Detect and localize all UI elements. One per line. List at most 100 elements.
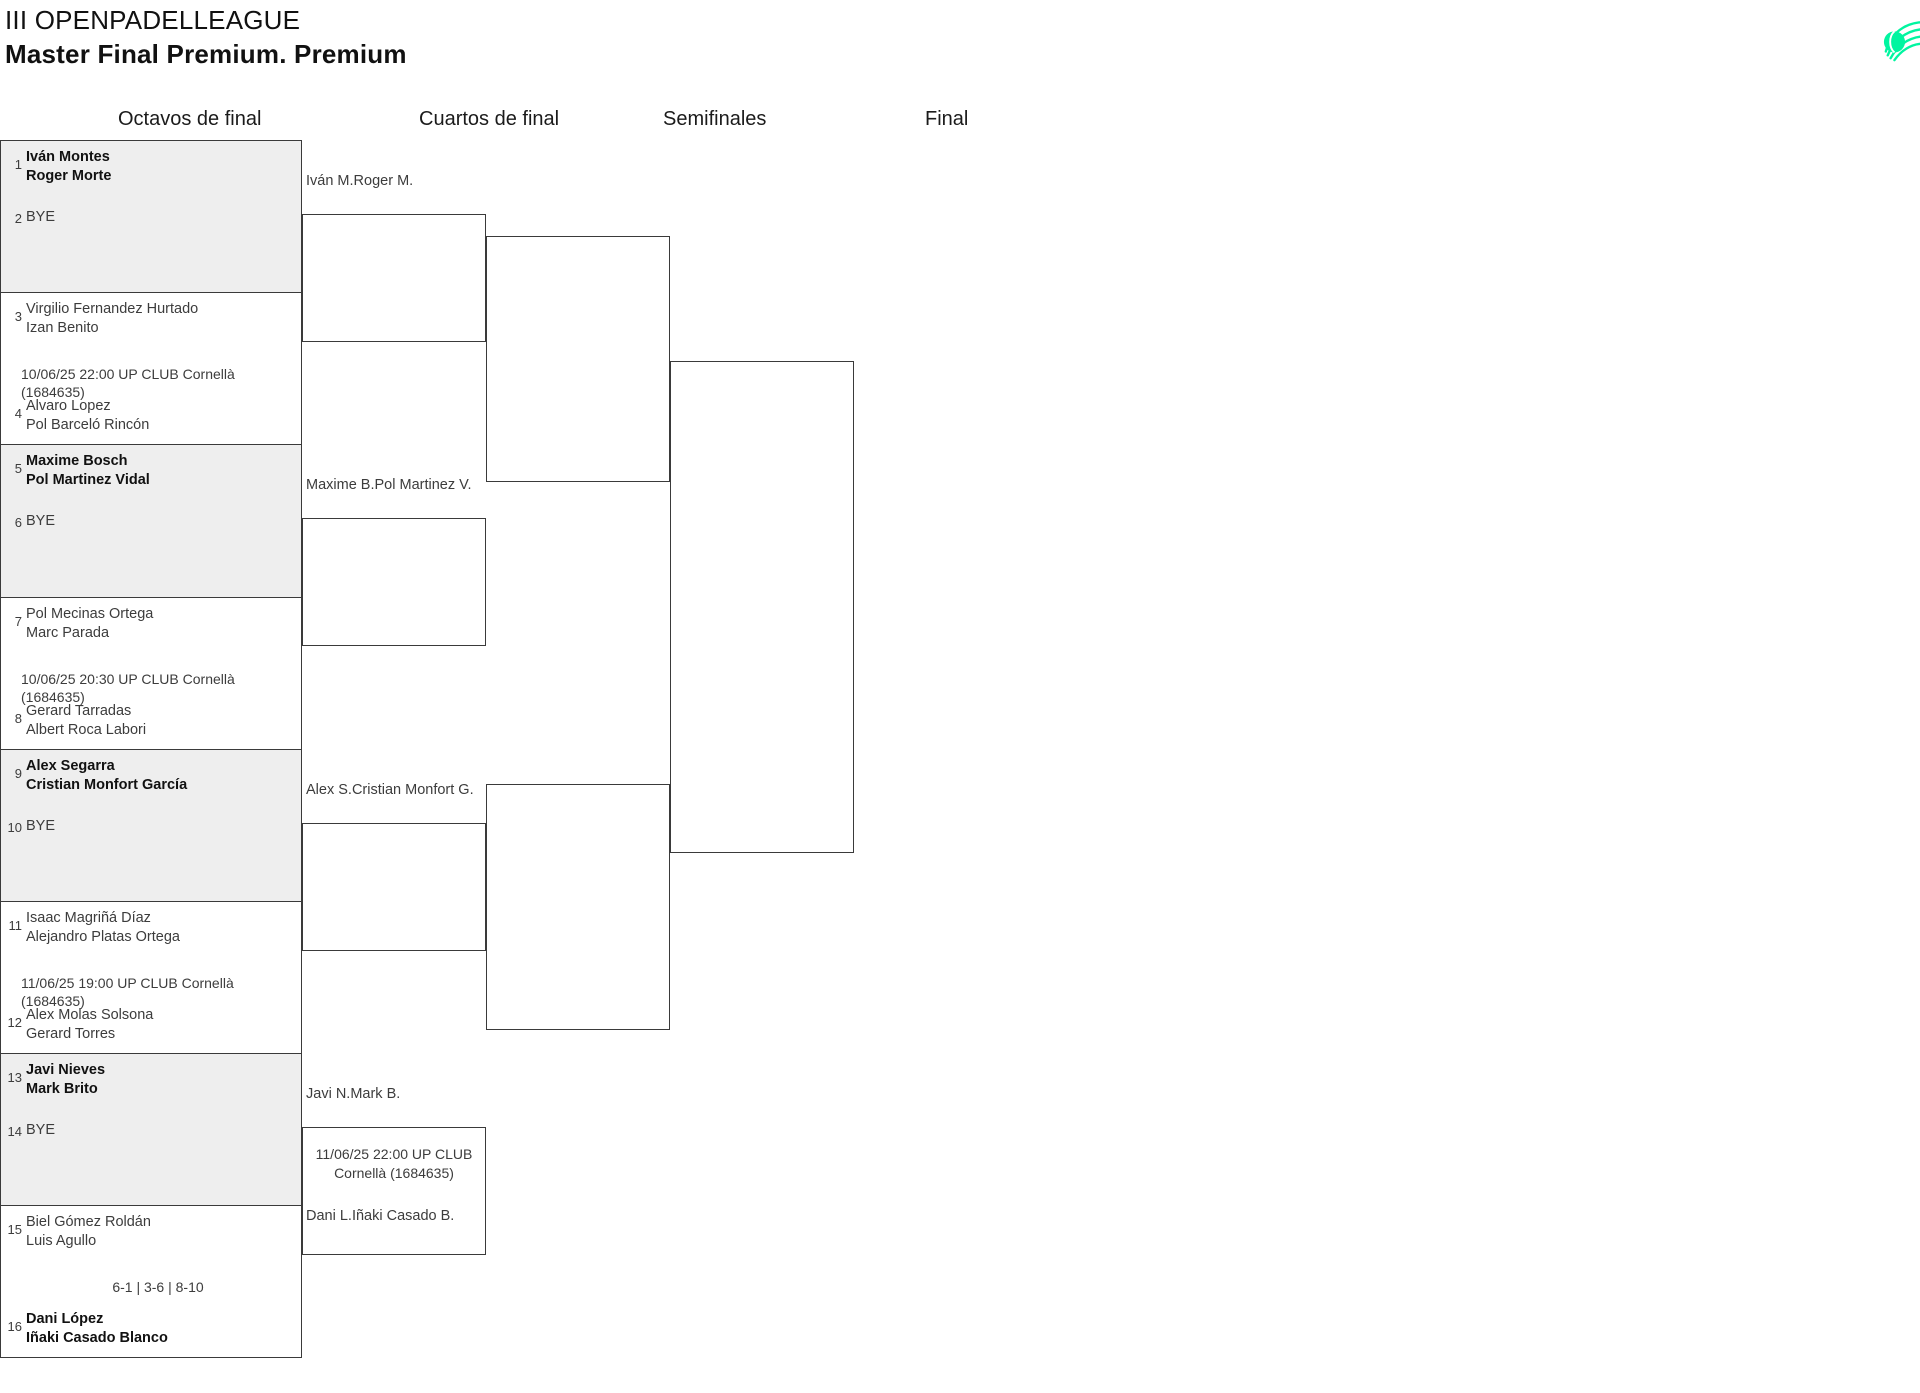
cuartos-bottom-team[interactable]: Dani L.Iñaki Casado B. xyxy=(306,1207,480,1226)
player-name: Maxime B. xyxy=(306,477,375,494)
player-name: Luis Agullo xyxy=(26,1233,97,1250)
bye-label: BYE xyxy=(26,817,56,834)
seed-number: 16 xyxy=(7,1319,22,1335)
seed-number: 14 xyxy=(7,1124,22,1140)
player-name: Alejandro Platas Ortega xyxy=(26,929,180,945)
player-name: Alvaro Lopez xyxy=(26,398,111,415)
cuartos-match-box[interactable] xyxy=(302,518,486,647)
player-name: Gerard Torres xyxy=(26,1026,116,1042)
player-name: Virgilio Fernandez Hurtado xyxy=(26,301,199,318)
seed-number: 4 xyxy=(14,406,22,422)
cuartos-match-box[interactable] xyxy=(302,214,486,342)
player-name: Mark Brito xyxy=(26,1081,98,1098)
page-title: Master Final Premium. Premium xyxy=(5,39,407,69)
round-header-final: Final xyxy=(925,108,969,130)
seed-number: 11 xyxy=(8,918,23,933)
round-header-semifinales: Semifinales xyxy=(663,108,767,130)
match-score: 6-1 | 3-6 | 8-10 xyxy=(112,1279,204,1296)
cuartos-top-team[interactable]: Iván M.Roger M. xyxy=(306,172,480,191)
round-header-octavos: Octavos de final xyxy=(118,108,262,130)
bye-label: BYE xyxy=(26,513,56,530)
seed-number: 6 xyxy=(14,515,22,531)
match-schedule: 10/06/25 22:00 UP CLUB Cornellà (1684635… xyxy=(21,366,235,401)
player-name: Pol Martinez Vidal xyxy=(26,472,150,489)
cuartos-top-team[interactable]: Alex S.Cristian Monfort G. xyxy=(306,781,480,800)
seed-number: 2 xyxy=(14,211,22,226)
player-name: Iván Montes xyxy=(26,149,110,165)
seed-number: 7 xyxy=(14,613,22,629)
player-name: Cristian Monfort García xyxy=(26,776,188,793)
player-name: Pol Mecinas Ortega xyxy=(26,605,154,622)
player-name: Iñaki Casado Blanco xyxy=(26,1330,168,1347)
semifinales-match-box[interactable] xyxy=(486,784,670,1030)
player-name: Dani López xyxy=(26,1311,104,1328)
player-name: Alex Molas Solsona xyxy=(26,1007,154,1023)
player-name: Alex Segarra xyxy=(26,757,115,774)
bye-label: BYE xyxy=(26,209,56,225)
seed-number: 15 xyxy=(7,1222,22,1238)
semifinales-match-box[interactable] xyxy=(486,236,670,482)
cuartos-top-team[interactable]: Maxime B.Pol Martinez V. xyxy=(306,476,480,495)
match-schedule: 11/06/25 19:00 UP CLUB Cornellà (1684635… xyxy=(21,975,234,1009)
player-name: Pol Martinez V. xyxy=(374,477,472,494)
player-name: Javi Nieves xyxy=(26,1062,106,1079)
seed-number: 1 xyxy=(14,157,22,172)
player-name: Roger M. xyxy=(353,173,414,189)
player-name: Iñaki Casado B. xyxy=(351,1208,455,1225)
player-name: Marc Parada xyxy=(26,624,110,641)
final-match-box[interactable] xyxy=(670,361,854,853)
seed-number: 12 xyxy=(7,1015,22,1030)
page-header: III OPENPADELLEAGUE Master Final Premium… xyxy=(0,0,1920,100)
cuartos-top-team[interactable]: Javi N.Mark B. xyxy=(306,1085,480,1104)
player-name: Gerard Tarradas xyxy=(26,702,132,719)
seed-number: 9 xyxy=(14,765,22,781)
seed-number: 8 xyxy=(14,710,22,726)
player-name: Albert Roca Labori xyxy=(26,721,147,738)
player-name: Maxime Bosch xyxy=(26,453,128,470)
match-schedule: 10/06/25 20:30 UP CLUB Cornellà (1684635… xyxy=(21,670,235,705)
player-name: Roger Morte xyxy=(26,168,112,184)
player-name: Pol Barceló Rincón xyxy=(26,417,150,434)
seed-number: 10 xyxy=(7,819,22,835)
player-name: Izan Benito xyxy=(26,320,99,337)
seed-number: 13 xyxy=(7,1070,22,1086)
player-name: Javi N. xyxy=(306,1086,351,1103)
bye-label: BYE xyxy=(26,1122,56,1139)
padel-ball-logo xyxy=(1877,15,1920,63)
cuartos-match-schedule: 11/06/25 22:00 UP CLUB Cornellà (1684635… xyxy=(315,1146,473,1182)
cuartos-match-box[interactable] xyxy=(302,1127,486,1256)
player-name: Biel Gómez Roldán xyxy=(26,1214,151,1231)
player-name: Mark B. xyxy=(350,1086,401,1103)
cuartos-match-box[interactable] xyxy=(302,822,486,951)
player-name: Iván M. xyxy=(306,173,354,189)
tournament-name: III OPENPADELLEAGUE xyxy=(5,5,301,35)
seed-number: 3 xyxy=(14,309,22,325)
player-name: Cristian Monfort G. xyxy=(351,781,474,798)
player-name: Dani L. xyxy=(306,1208,352,1225)
round-header-cuartos: Cuartos de final xyxy=(419,108,560,130)
player-name: Alex S. xyxy=(306,781,352,798)
seed-number: 5 xyxy=(14,461,22,477)
